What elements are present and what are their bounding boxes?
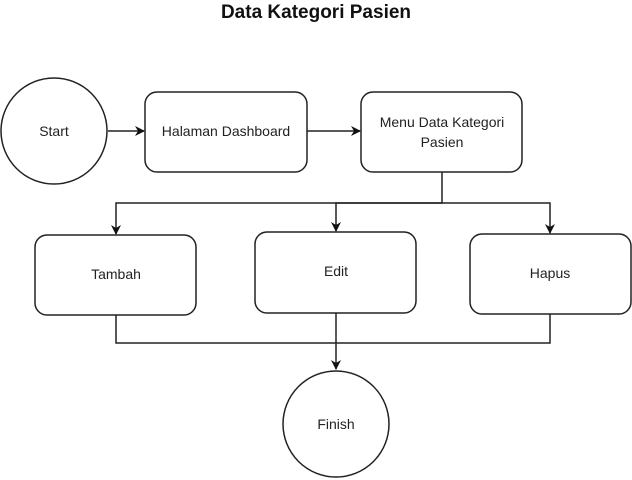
node-finish[interactable]: Finish — [282, 370, 390, 478]
node-edit[interactable]: Edit — [254, 231, 417, 314]
edge-tambah-finish — [115, 315, 336, 344]
node-edit-label: Edit — [324, 263, 348, 279]
node-tambah[interactable]: Tambah — [34, 234, 197, 316]
diagram-title: Data Kategori Pasien — [220, 2, 412, 23]
node-finish-label: Finish — [317, 416, 354, 432]
edge-hapus-finish — [336, 314, 551, 344]
node-dashboard-label: Halaman Dashboard — [162, 123, 290, 139]
node-menu-label-line1: Menu Data Kategori — [380, 114, 505, 130]
node-hapus[interactable]: Hapus — [469, 233, 632, 315]
node-tambah-label: Tambah — [91, 266, 141, 282]
edge-menu-hapus — [442, 202, 555, 234]
node-start-label: Start — [39, 123, 69, 139]
node-menu[interactable]: Menu Data Kategori Pasien — [360, 91, 523, 173]
edge-menu-tambah — [111, 172, 443, 235]
node-start[interactable]: Start — [0, 77, 108, 185]
edge-menu-edit — [331, 202, 442, 232]
node-dashboard[interactable]: Halaman Dashboard — [144, 91, 308, 173]
node-menu-label-line2: Pasien — [421, 134, 464, 150]
node-hapus-label: Hapus — [530, 265, 570, 281]
